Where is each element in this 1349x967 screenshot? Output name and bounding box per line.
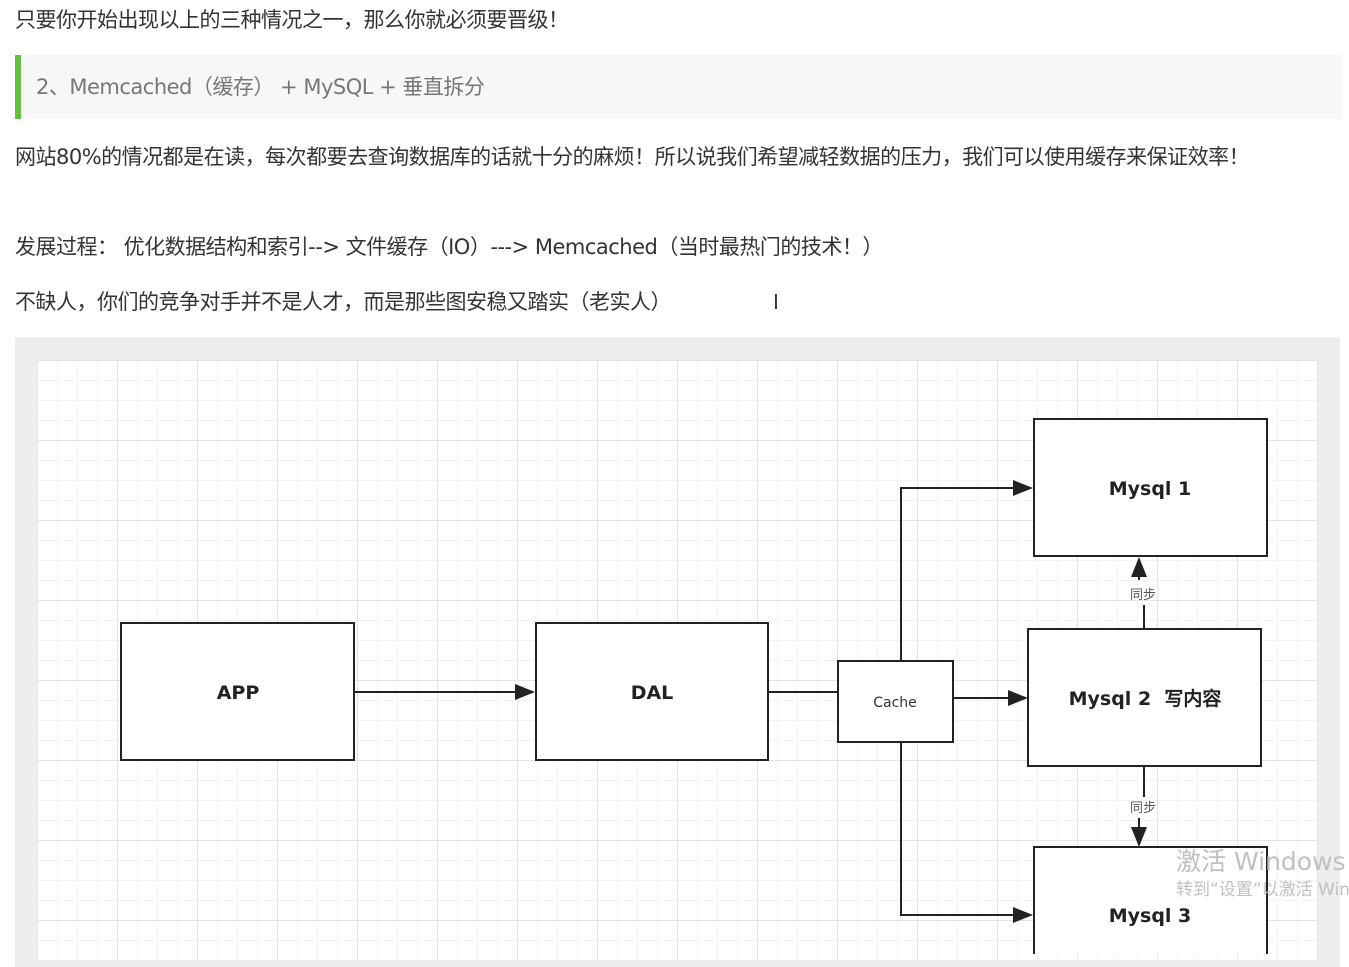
activation-watermark-subtitle: 转到“设置”以激活 Windows。 <box>1176 880 1349 900</box>
box-dal <box>535 622 769 761</box>
box-cache <box>837 660 954 743</box>
text-cursor-icon: I <box>773 290 779 314</box>
box-mysql1 <box>1033 418 1268 557</box>
label-sync-2: 同步 <box>1130 801 1156 816</box>
paragraph-intro: 只要你开始出现以上的三种情况之一，那么你就必须要晋级！ <box>15 8 569 32</box>
box-mysql3 <box>1033 846 1268 954</box>
activation-watermark-title: 激活 Windows <box>1176 847 1346 876</box>
paragraph-process: 发展过程： 优化数据结构和索引--> 文件缓存（IO）---> Memcache… <box>15 235 883 259</box>
paragraph-read: 网站80%的情况都是在读，每次都要去查询数据库的话就十分的麻烦！所以说我们希望减… <box>15 145 1250 169</box>
arrow-cache-mysql3 <box>900 742 1033 923</box>
arrow-cache-mysql1 <box>900 480 1033 661</box>
label-mysql3: Mysql 3 <box>1109 905 1192 927</box>
section-heading: 2、Memcached（缓存） + MySQL + 垂直拆分 <box>36 75 485 99</box>
label-dal: DAL <box>631 682 674 704</box>
label-cache: Cache <box>873 695 917 711</box>
section-heading-block: 2、Memcached（缓存） + MySQL + 垂直拆分 <box>15 55 1342 119</box>
label-sync-1: 同步 <box>1130 588 1156 603</box>
box-app <box>120 622 355 761</box>
label-mysql1: Mysql 1 <box>1109 478 1192 500</box>
label-mysql2: Mysql 2 写内容 <box>1069 687 1222 710</box>
label-app: APP <box>217 682 260 704</box>
paragraph-people: 不缺人，你们的竞争对手并不是人才，而是那些图安稳又踏实（老实人） <box>15 290 672 314</box>
box-mysql2 <box>1027 628 1262 767</box>
